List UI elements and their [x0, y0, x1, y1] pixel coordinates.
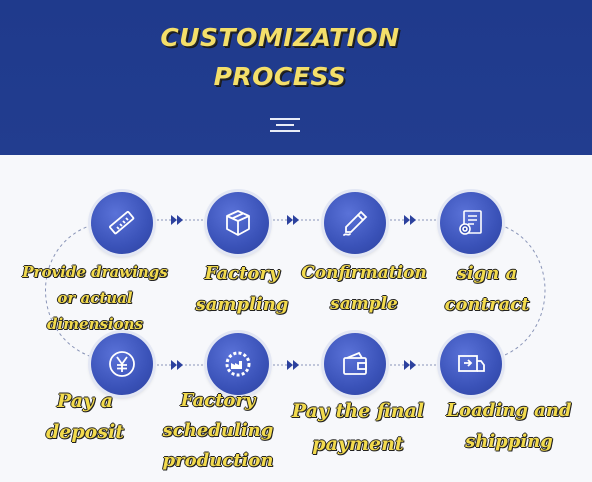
- arrow-3: [390, 215, 436, 225]
- ruler-icon: [109, 210, 135, 235]
- step-3-line-1: Confirmation: [301, 263, 427, 283]
- step-1-line-3: dimensions: [46, 315, 143, 333]
- step-8-line-1: Loading and: [446, 400, 572, 421]
- step-6-line-2: scheduling: [162, 420, 274, 441]
- wallet-icon: [343, 351, 367, 375]
- step-7-label: Pay the final payment: [282, 395, 434, 461]
- step-7-line-2: payment: [312, 433, 404, 455]
- process-diagram: Provide drawings or actual dimensions Fa…: [0, 155, 592, 482]
- pen-icon: [343, 210, 368, 236]
- step-8-line-2: shipping: [465, 431, 553, 452]
- step-1-circle: [91, 192, 153, 254]
- step-1-line-1: Provide drawings: [22, 263, 168, 281]
- step-3-circle: [324, 192, 386, 254]
- connector-lines: [45, 224, 546, 358]
- step-3-line-2: sample: [330, 294, 398, 314]
- title-line-1: CUSTOMIZATION: [160, 23, 400, 52]
- box-icon: [226, 210, 250, 236]
- step-6-line-3: production: [162, 450, 274, 471]
- step-5-line-1: Pay a: [56, 390, 114, 412]
- factory-gear-icon: [225, 351, 251, 377]
- arrow-1: [157, 215, 203, 225]
- title-line-2: PROCESS: [213, 62, 347, 91]
- step-4-line-1: sign a: [456, 263, 518, 284]
- step-1-label: Provide drawings or actual dimensions: [5, 259, 185, 337]
- step-8-label: Loading and shipping: [437, 395, 581, 457]
- yen-coin-icon: [109, 351, 135, 377]
- step-8-circle: [440, 333, 502, 395]
- step-6-label: Factory scheduling production: [152, 386, 284, 476]
- truck-icon: [458, 355, 485, 372]
- arrow-5: [273, 360, 319, 370]
- step-4-label: sign a contract: [432, 258, 542, 320]
- arrow-6: [390, 360, 436, 370]
- menu-lines-icon: [270, 118, 300, 132]
- step-4-circle: [440, 192, 502, 254]
- step-3-label: Confirmation sample: [294, 258, 434, 320]
- step-7-line-1: Pay the final: [291, 400, 425, 422]
- step-5-label: Pay a deposit: [30, 386, 140, 448]
- step-2-line-1: Factory: [204, 263, 280, 284]
- step-5-line-2: deposit: [45, 421, 125, 443]
- step-2-circle: [207, 192, 269, 254]
- step-7-circle: [324, 333, 386, 395]
- header-banner: CUSTOMIZATION PROCESS: [0, 0, 592, 155]
- contract-icon: [459, 210, 482, 235]
- step-5-circle: [91, 333, 153, 395]
- step-6-circle: [207, 333, 269, 395]
- step-6-line-1: Factory: [180, 390, 256, 411]
- arrow-2: [273, 215, 319, 225]
- step-2-label: Factory sampling: [180, 258, 304, 320]
- arrow-4: [157, 360, 203, 370]
- step-1-line-2: or actual: [57, 289, 133, 307]
- step-4-line-2: contract: [444, 294, 530, 315]
- page-title: CUSTOMIZATION PROCESS: [130, 18, 430, 96]
- step-2-line-2: sampling: [195, 294, 289, 315]
